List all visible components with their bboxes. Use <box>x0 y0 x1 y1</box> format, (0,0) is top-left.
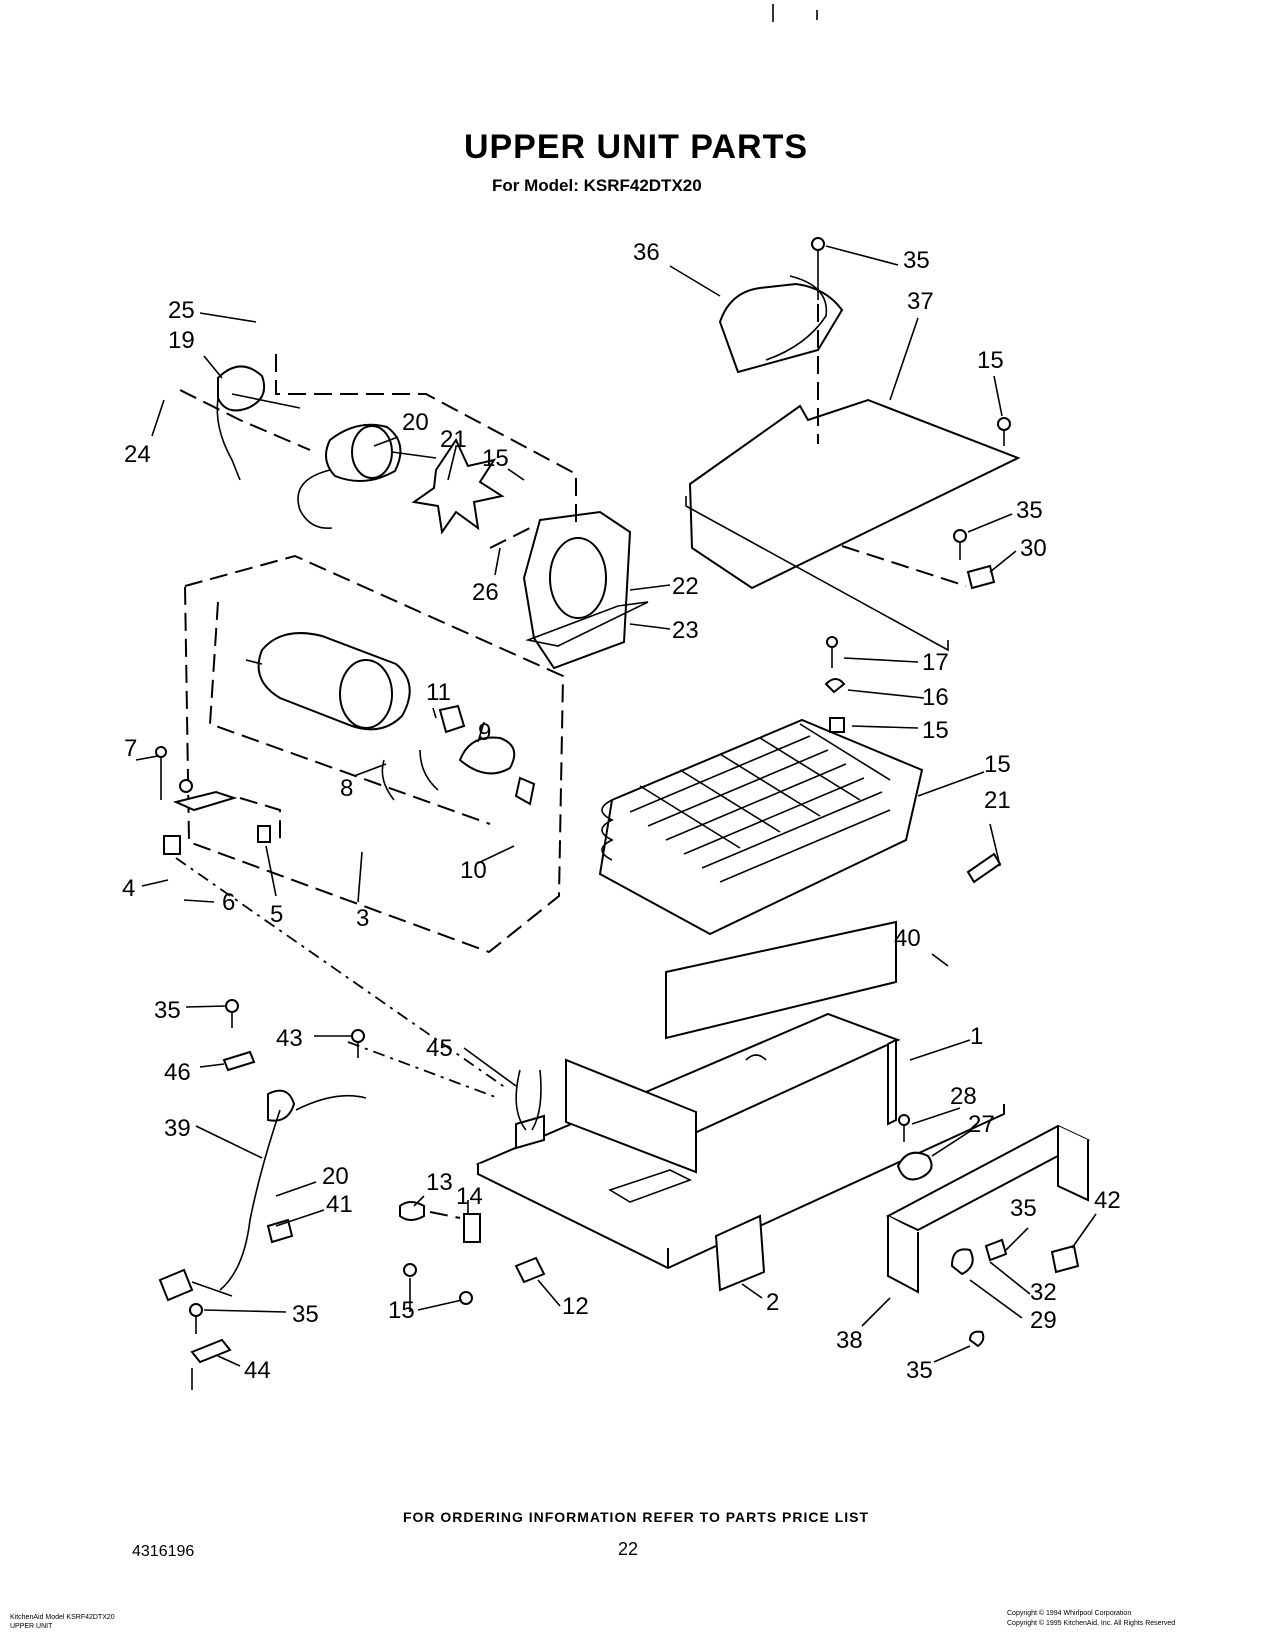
callout-43: 43 <box>276 1025 303 1052</box>
callout-14: 14 <box>456 1183 483 1210</box>
coil-fasteners <box>824 636 846 733</box>
wire-harness-block <box>515 1114 545 1150</box>
callout-46: 46 <box>164 1059 191 1086</box>
callout-17: 15 <box>922 717 949 744</box>
callout-27: 24 <box>124 441 151 468</box>
callout-40: 40 <box>894 925 921 952</box>
callout-38: 38 <box>836 1327 863 1354</box>
control-bracket <box>885 1114 1091 1348</box>
copyright-line: Copyright © 1995 KitchenAid, Inc. All Ri… <box>1007 1620 1176 1627</box>
model-subtitle: For Model: KSRF42DTX20 <box>492 176 702 195</box>
relay-cover <box>714 1214 766 1292</box>
thermostat <box>896 1151 933 1181</box>
shroud-bracket <box>217 365 266 412</box>
callout-19: 17 <box>922 649 949 676</box>
callout-16: 15 <box>984 751 1011 778</box>
power-cord-assembly <box>158 999 546 1390</box>
compressor-enclosure-outline <box>183 554 565 954</box>
callout-1: 1 <box>970 1023 983 1050</box>
base-pan <box>475 920 1005 1270</box>
copyright-line: Copyright © 1994 Whirlpool Corporation <box>1007 1610 1132 1617</box>
callout-15: 15 <box>388 1297 415 1324</box>
callout-labels: 35 36 37 15 35 30 25 19 24 20 21 15 26 2… <box>122 239 1121 1384</box>
callout-35: 35 <box>906 1357 933 1384</box>
callout-35: 35 <box>1016 497 1043 524</box>
callout-2: 2 <box>766 1289 779 1316</box>
capacitor <box>458 736 516 775</box>
callout-39: 39 <box>164 1115 191 1142</box>
callout-26: 23 <box>672 617 699 644</box>
callout-35: 35 <box>292 1301 319 1328</box>
relay-clip <box>514 776 536 806</box>
callout-3: 3 <box>356 905 369 932</box>
callout-35: 35 <box>1010 1195 1037 1222</box>
callout-6: 6 <box>222 889 235 916</box>
callout-33: 30 <box>1020 535 1047 562</box>
callout-31: 28 <box>950 1083 977 1110</box>
callout-24: 21 <box>440 426 467 453</box>
callout-7: 7 <box>124 735 137 762</box>
mounting-hardware-left <box>155 746 281 855</box>
callout-36: 36 <box>633 239 660 266</box>
callout-35: 35 <box>154 997 181 1024</box>
callout-42: 42 <box>1094 1187 1121 1214</box>
condenser-coil <box>598 718 924 936</box>
callout-4: 4 <box>122 875 135 902</box>
callout-25: 22 <box>672 573 699 600</box>
callout-30: 27 <box>968 1111 995 1138</box>
callout-18: 16 <box>922 684 949 711</box>
callout-29: 26 <box>472 579 499 606</box>
compressor-assembly <box>245 632 536 806</box>
callout-45: 45 <box>426 1035 453 1062</box>
page-number: 22 <box>618 1539 639 1559</box>
section-footer-line: UPPER UNIT <box>10 1623 53 1630</box>
callout-9: 9 <box>478 719 491 746</box>
drier <box>966 852 1002 884</box>
callout-10: 10 <box>460 857 487 884</box>
model-footer-line: KitchenAid Model KSRF42DTX20 <box>10 1614 115 1621</box>
callout-37: 37 <box>907 288 934 315</box>
callout-23: 20 <box>402 409 429 436</box>
callout-12: 12 <box>562 1293 589 1320</box>
callout-21: 21 <box>984 787 1011 814</box>
leader-lines <box>135 245 1097 1367</box>
callout-5: 5 <box>270 901 283 928</box>
callout-41: 41 <box>326 1191 353 1218</box>
callout-35: 35 <box>903 247 930 274</box>
callout-22: 19 <box>168 327 195 354</box>
fan-blade <box>411 437 505 535</box>
callout-8: 8 <box>340 775 353 802</box>
callout-20: 20 <box>322 1163 349 1190</box>
cover-hood <box>718 282 844 374</box>
top-cover <box>685 237 1021 652</box>
fan-assembly <box>179 354 649 670</box>
page-title: UPPER UNIT PARTS <box>463 128 809 166</box>
callout-15: 15 <box>482 445 509 472</box>
callout-13: 13 <box>426 1169 453 1196</box>
ordering-note: FOR ORDERING INFORMATION REFER TO PARTS … <box>402 1509 870 1525</box>
document-number: 4316196 <box>132 1543 195 1560</box>
callout-34: 32 <box>1030 1279 1057 1306</box>
callout-32: 29 <box>1030 1307 1057 1334</box>
callout-15: 15 <box>977 347 1004 374</box>
callout-44: 44 <box>244 1357 271 1384</box>
callout-28: 25 <box>168 297 195 324</box>
callout-11: 11 <box>426 679 451 706</box>
